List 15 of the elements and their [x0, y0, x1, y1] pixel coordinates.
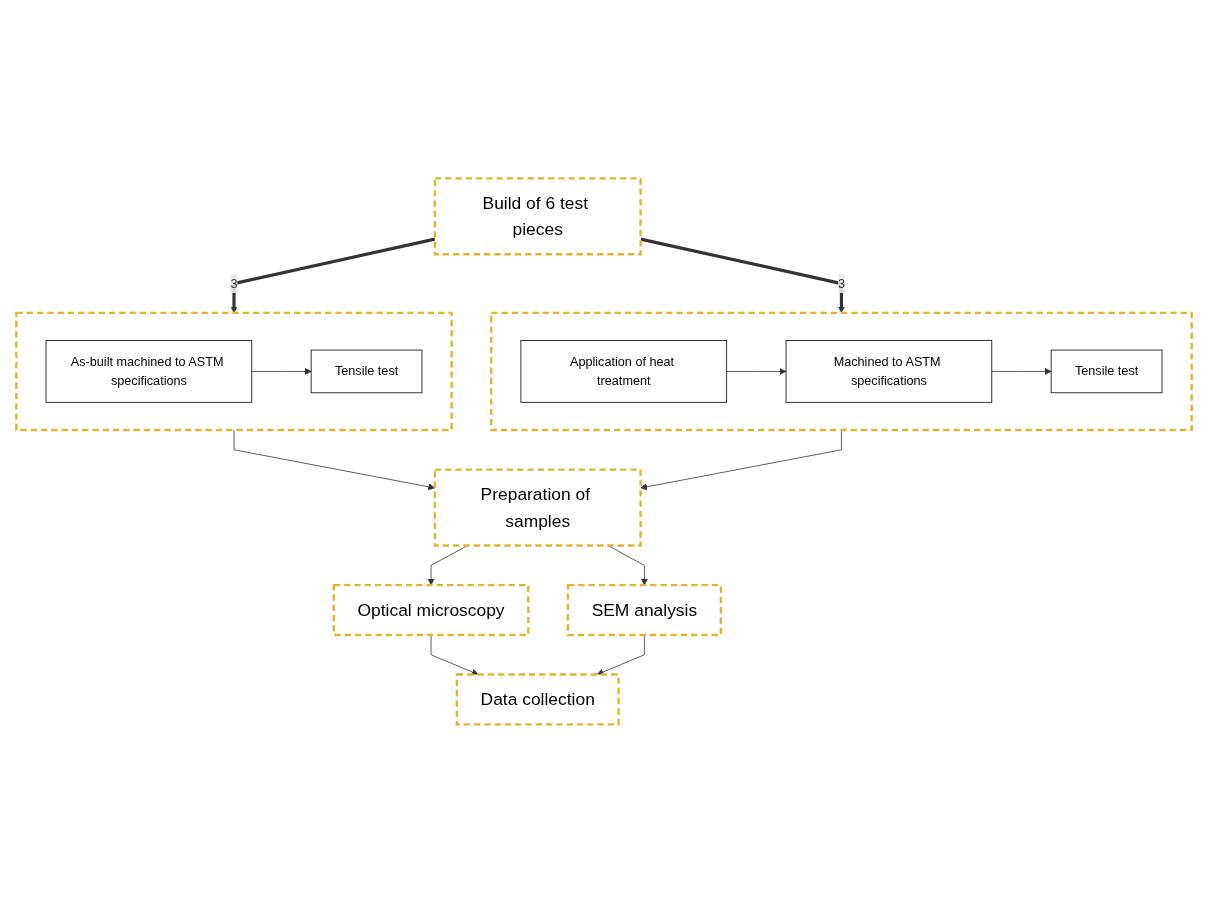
node-box: Data collection [455, 673, 620, 726]
edge-label: 3 [230, 276, 238, 291]
node-box: Optical microscopy [332, 584, 530, 637]
node-box: Build of 6 test pieces [433, 177, 642, 256]
node-box: Tensile test [310, 349, 423, 394]
arrow [640, 237, 845, 314]
edge-label: 3 [837, 276, 845, 291]
node-box: Machined to ASTM specifications [785, 340, 993, 403]
node-box: As-built machined to ASTM specifications [45, 340, 253, 403]
node-box: SEM analysis [566, 584, 723, 637]
node-box: Application of heat treatment [520, 340, 728, 403]
cluster [490, 311, 1193, 432]
node-box: Tensile test [1050, 349, 1163, 394]
cluster [15, 311, 453, 432]
node-box: Preparation of samples [433, 468, 642, 547]
